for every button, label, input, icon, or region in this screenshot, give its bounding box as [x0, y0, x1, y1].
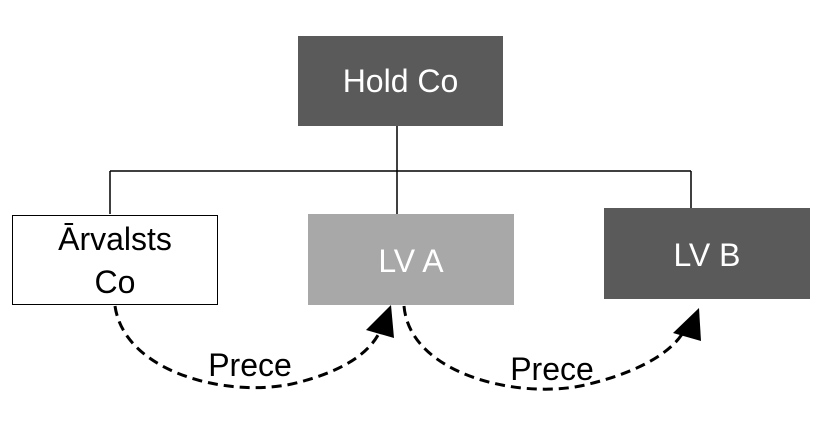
hold-co-box — [298, 36, 503, 126]
edge-lv-a-to-lv-b-curve — [402, 305, 686, 391]
edge-lv-a-to-lv-b: Prece — [402, 305, 701, 391]
edge-lv-a-to-lv-b-label: Prece — [510, 351, 594, 387]
edge-arvalsts-to-lv-a-label: Prece — [208, 347, 292, 383]
node-arvalsts-co: Ārvalsts Co — [12, 215, 218, 305]
lv-b-box — [604, 208, 810, 299]
lv-a-label: LV A — [378, 243, 444, 279]
arvalsts-co-label-line2: Co — [95, 264, 136, 300]
arvalsts-co-label-line1: Ārvalsts — [58, 221, 172, 257]
arrowhead-icon — [366, 305, 394, 338]
arrowhead-icon — [673, 308, 701, 341]
node-lv-a: LV A — [308, 214, 514, 305]
edge-arvalsts-to-lv-a: Prece — [113, 305, 394, 390]
node-lv-b: LV B — [604, 208, 810, 299]
lv-b-label: LV B — [674, 237, 741, 273]
hierarchy-connectors — [109, 126, 692, 214]
lv-a-box — [308, 214, 514, 305]
node-hold-co: Hold Co — [298, 36, 503, 126]
edge-arvalsts-to-lv-a-curve — [113, 305, 384, 390]
hold-co-label: Hold Co — [343, 63, 459, 99]
arvalsts-co-box — [12, 215, 218, 305]
